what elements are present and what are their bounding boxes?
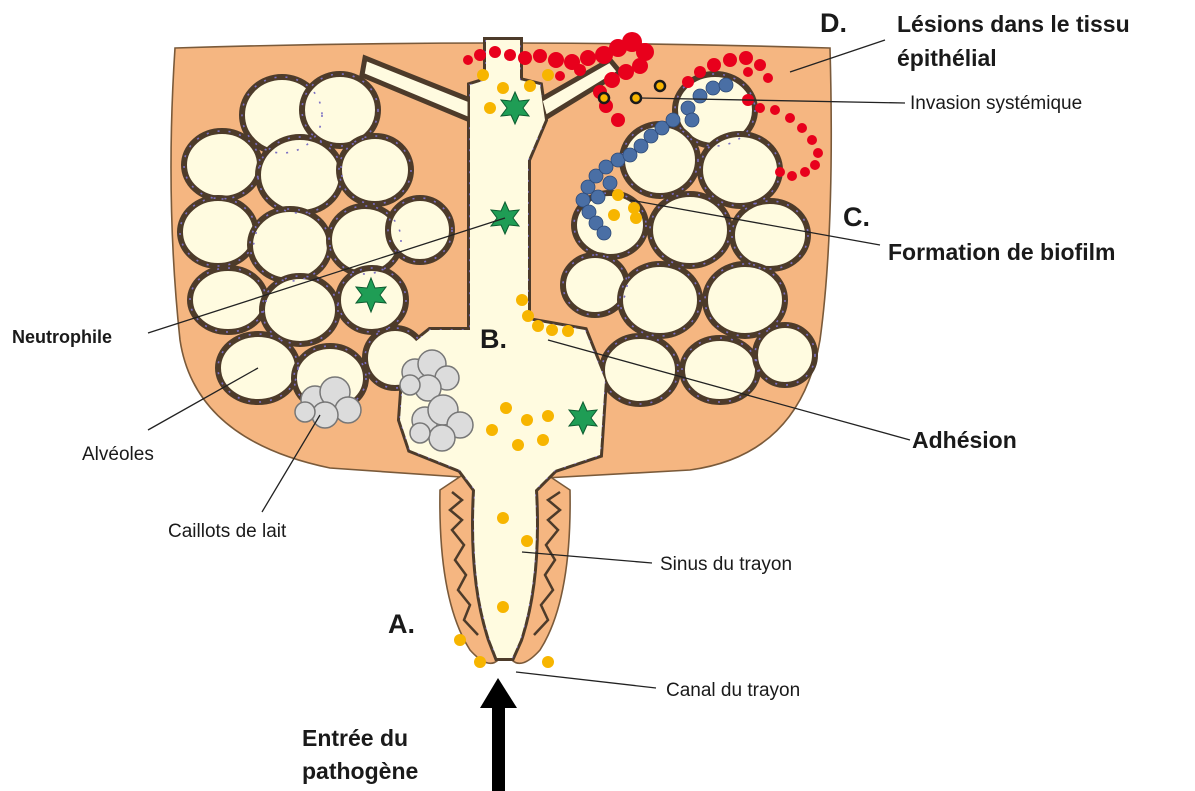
step-d-label: D. <box>820 8 847 38</box>
blue-dot-icon <box>597 226 611 240</box>
yellow-dot-icon <box>521 414 533 426</box>
blue-dot-icon <box>666 113 680 127</box>
yellow-dot-icon <box>497 512 509 524</box>
blue-dot-icon <box>706 81 720 95</box>
yellow-dot-icon <box>628 202 640 214</box>
yellow-dot-icon <box>497 82 509 94</box>
blue-dot-icon <box>603 176 617 190</box>
blue-dot-icon <box>591 190 605 204</box>
blue-dot-icon <box>719 78 733 92</box>
yellow-dot-icon <box>477 69 489 81</box>
lesions-label-line1: Lésions dans le tissu <box>897 11 1130 37</box>
yellow-dot-icon <box>537 434 549 446</box>
yellow-dot-icon <box>516 294 528 306</box>
step-b-label: B. <box>480 324 507 354</box>
yellow-dot-icon <box>532 320 544 332</box>
lesions-label-line2: épithélial <box>897 45 997 71</box>
yellow-dot-icon <box>630 212 642 224</box>
clots-label: Caillots de lait <box>168 521 287 542</box>
yellow-dot-icon <box>524 80 536 92</box>
adhesion-label: Adhésion <box>912 427 1017 453</box>
yellow-dot-icon <box>522 310 534 322</box>
yellow-dot-icon <box>608 209 620 221</box>
yellow-dot-icon <box>612 189 624 201</box>
yellow-dot-icon <box>562 325 574 337</box>
entry-label-line1: Entrée du <box>302 725 408 751</box>
blue-dot-icon <box>599 160 613 174</box>
yellow-dot-icon <box>521 535 533 547</box>
yellow-dot-icon <box>497 601 509 613</box>
biofilm-label: Formation de biofilm <box>888 239 1115 265</box>
canal-label: Canal du trayon <box>666 680 800 701</box>
yellow-dot-icon <box>474 656 486 668</box>
invasion-label: Invasion systémique <box>910 93 1082 114</box>
blue-dot-icon <box>693 89 707 103</box>
yellow-dot-icon <box>454 634 466 646</box>
neutrophil-label: Neutrophile <box>12 327 112 347</box>
yellow-dot-icon <box>546 324 558 336</box>
up-arrow-icon <box>480 678 517 791</box>
yellow-dot-icon <box>542 656 554 668</box>
entry-label-line2: pathogène <box>302 758 418 784</box>
step-a-label: A. <box>388 609 415 639</box>
sinus-label: Sinus du trayon <box>660 554 792 575</box>
blue-dot-icon <box>685 113 699 127</box>
alveoles-label: Alvéoles <box>82 444 154 465</box>
yellow-dot-icon <box>484 102 496 114</box>
yellow-dot-icon <box>512 439 524 451</box>
yellow-dot-icon <box>542 410 554 422</box>
yellow-dot-icon <box>486 424 498 436</box>
yellow-dot-icon <box>542 69 554 81</box>
step-c-label: C. <box>843 202 870 232</box>
yellow-dot-icon <box>500 402 512 414</box>
